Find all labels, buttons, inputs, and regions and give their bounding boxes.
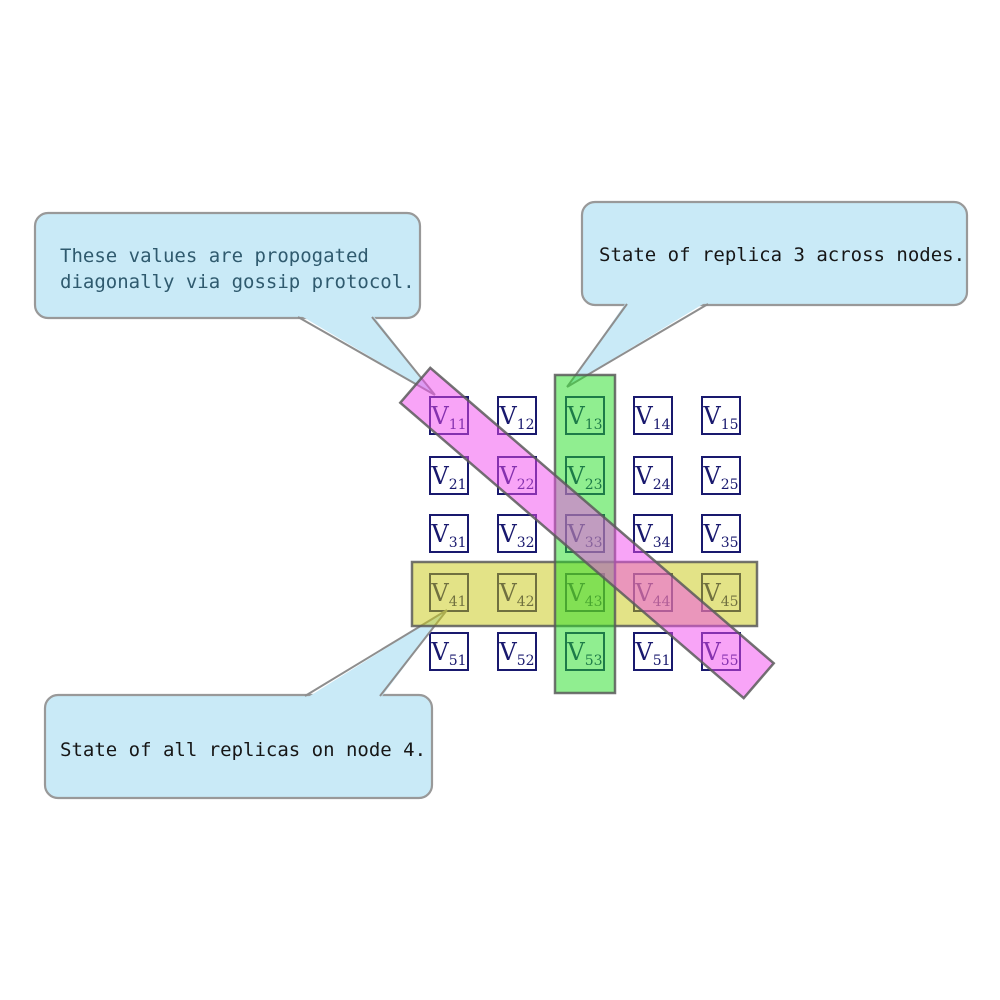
cell-label-r5c2: V52: [498, 638, 534, 669]
highlight-bands: [398, 366, 776, 700]
cell-r2c1: [429, 456, 469, 495]
callout-node4-box: [43, 693, 434, 800]
cell-label-r1c4: V14: [634, 402, 670, 433]
cell-label-r1c2: V12: [498, 402, 534, 433]
cell-label-r3c2: V32: [498, 520, 534, 551]
cell-label-r3c5: V35: [702, 520, 738, 551]
cell-r1c4: [633, 396, 673, 435]
callout-replica3-box: [580, 200, 969, 307]
callout-gossip-text-line1: These values are propogated: [60, 245, 369, 267]
gossip-diagonal-highlight: [398, 366, 776, 700]
cell-r5c2: [497, 632, 537, 671]
callout-tails: [297, 301, 709, 699]
callout-node4: State of all replicas on node 4.: [43, 693, 434, 800]
callout-replica3-tail-edges: [566, 303, 709, 388]
cell-label-r3c4: V34: [634, 520, 670, 551]
cell-label-r2c1: V21: [430, 462, 466, 493]
cell-r3c5: [701, 514, 741, 553]
callout-replica3: State of replica 3 across nodes.: [580, 200, 969, 307]
cell-r2c4: [633, 456, 673, 495]
cell-r5c1: [429, 632, 469, 671]
cell-r3c2: [497, 514, 537, 553]
cell-label-r2c4: V24: [634, 462, 670, 493]
cell-r1c5: [701, 396, 741, 435]
cell-r2c5: [701, 456, 741, 495]
cell-label-r3c1: V31: [430, 520, 466, 551]
cell-label-r5c4: V51: [634, 638, 670, 669]
callout-gossip-text-line2: diagonally via gossip protocol.: [60, 271, 415, 293]
callout-gossip: These values are propogated diagonally v…: [33, 211, 422, 320]
cell-r3c4: [633, 514, 673, 553]
cell-label-r1c5: V15: [702, 402, 738, 433]
cell-label-r5c1: V51: [430, 638, 466, 669]
callout-gossip-box: [33, 211, 422, 320]
cell-r1c2: [497, 396, 537, 435]
callout-node4-text: State of all replicas on node 4.: [60, 739, 426, 761]
cell-r3c1: [429, 514, 469, 553]
cell-r5c4: [633, 632, 673, 671]
cell-label-r2c5: V25: [702, 462, 738, 493]
callout-replica3-text: State of replica 3 across nodes.: [599, 244, 965, 266]
